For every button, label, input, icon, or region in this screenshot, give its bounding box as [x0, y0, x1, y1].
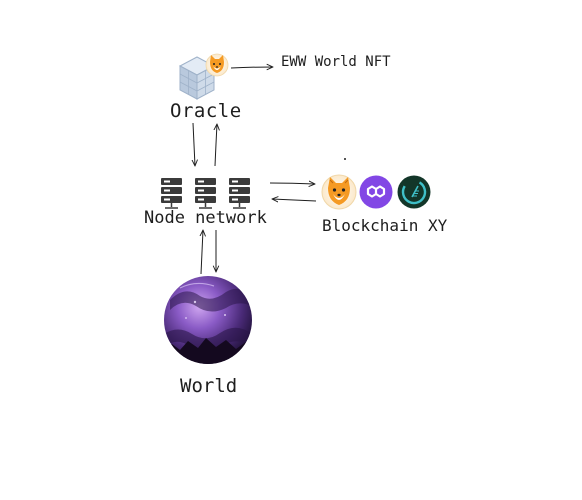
shiba-inu-badge-icon [205, 53, 229, 77]
edge-oracle-to-node-network [193, 122, 195, 166]
database-cube-icon [178, 56, 216, 100]
node-network-label: Node network [144, 208, 267, 228]
purple-planet-icon [164, 276, 252, 364]
edge-world-to-node-network [201, 230, 203, 275]
edge-node-network-to-blockchain [269, 183, 315, 184]
edge-oracle-to-nft [230, 67, 273, 68]
oracle-label: Oracle [170, 100, 242, 122]
server-icon [161, 178, 182, 209]
nft-label: EWW World NFT [281, 54, 391, 70]
shiba-inu-icon [321, 174, 357, 210]
world-label: World [180, 375, 238, 397]
server-icon [195, 178, 216, 209]
edge-node-network-to-oracle [215, 124, 217, 167]
blockchain-label: Blockchain XY [322, 216, 448, 235]
gnosis-icon [397, 175, 431, 209]
edge-arrows [193, 67, 317, 275]
polygon-icon [359, 175, 393, 209]
server-icon [229, 178, 250, 209]
edge-blockchain-to-node-network [272, 199, 317, 201]
stray-dot [344, 158, 346, 160]
